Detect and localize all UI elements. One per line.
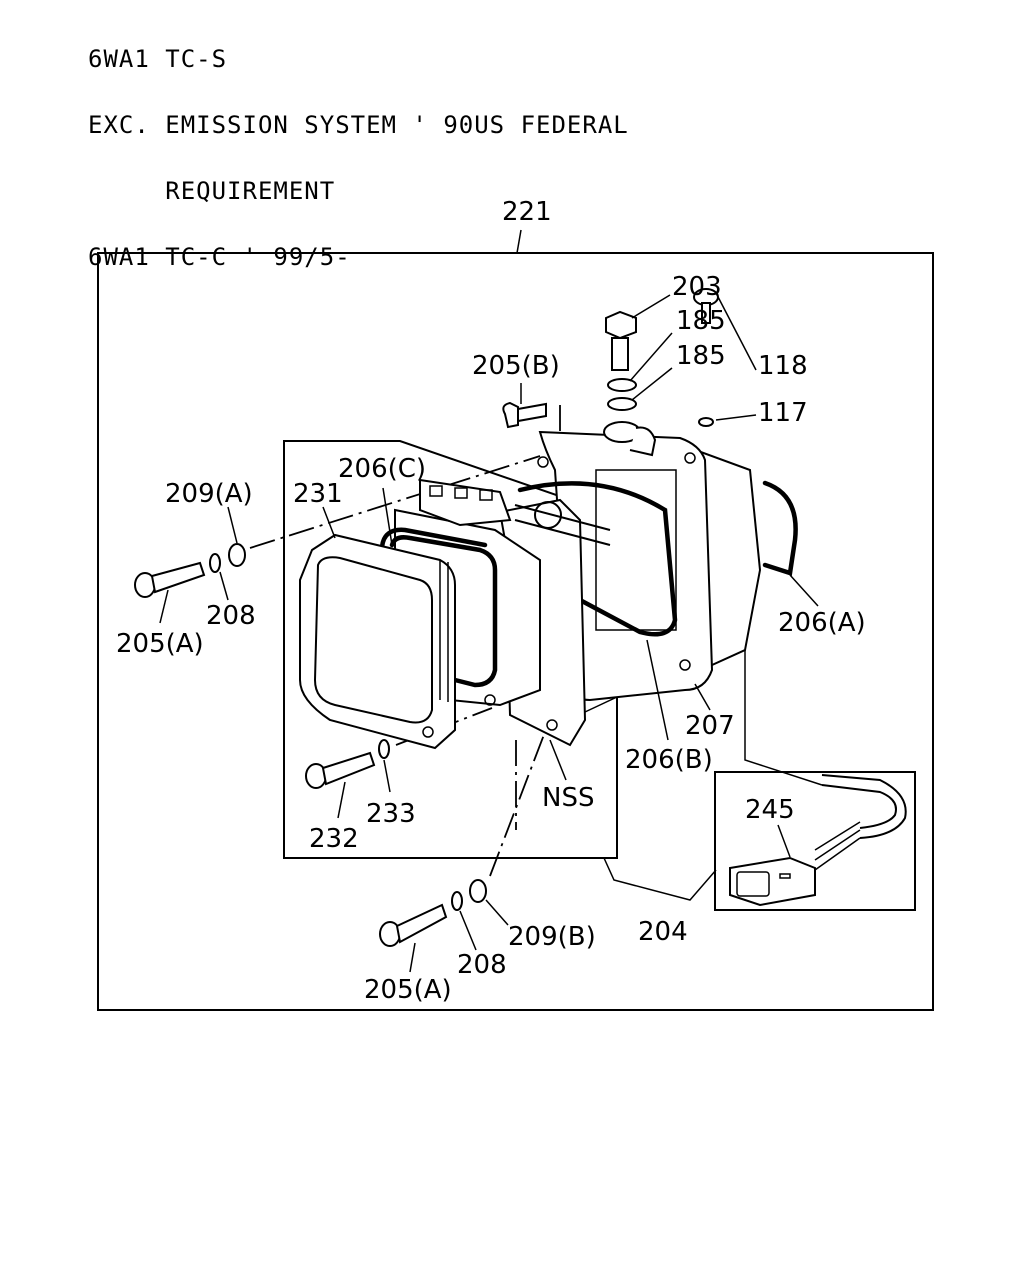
bolt-shank-205a-left [150,561,206,594]
label-206b: 206(B) [625,745,713,775]
leader-233 [383,759,391,793]
washer-117 [698,417,714,427]
o-ring-206a [762,480,798,576]
leader-185b [631,367,673,401]
shaft-edge [514,504,611,531]
bolt-shank-205b [517,402,547,423]
leader-185a [629,332,673,382]
label-nss: NSS [542,783,594,813]
harness-wires [814,821,861,871]
terminal [454,487,468,499]
leader-205a-bottom [409,942,416,973]
banjo-fitting-body [629,426,657,457]
diagram-header: 6WA1 TC-S EXC. EMISSION SYSTEM ' 90US FE… [88,4,629,290]
terminal [479,489,493,501]
washer-233 [378,739,390,759]
flange-hole [684,452,696,464]
label-209b: 209(B) [508,922,596,952]
centerline-209b [489,731,546,877]
bolt-shank-232 [321,751,376,786]
label-117: 117 [758,398,808,428]
header-line-3: REQUIREMENT [88,177,336,205]
label-209a: 209(A) [165,479,253,509]
gasket-206c [389,535,498,688]
leader-232 [337,781,346,819]
washer-209a [228,543,246,567]
washer-208-bottom [451,891,463,911]
leader-209b [485,899,509,926]
harness-cable-outer [821,774,907,839]
module-hole [484,694,496,706]
label-205a-left: 205(A) [116,629,204,659]
label-231: 231 [293,479,343,509]
cover-inner-face [313,556,433,724]
leader-206b [646,639,669,741]
label-206c: 206(C) [338,454,426,484]
leader-208-bottom [459,910,477,951]
washer-209b [469,879,487,903]
label-205a-bottom: 205(A) [364,975,452,1005]
harness-cable [821,784,897,829]
shaft [514,519,611,546]
label-208-left: 208 [206,601,256,631]
label-118: 118 [758,351,808,381]
harness-lead [744,640,823,786]
screw-shank-118 [701,302,711,324]
assembly-frame [97,252,934,1011]
connector-latch [779,873,791,879]
leader-204 [603,857,717,901]
leader-245 [777,824,791,858]
label-233: 233 [366,799,416,829]
bracket-hole [546,719,558,731]
o-ring-206b [517,481,678,637]
banjo-bolt-shank [611,337,629,371]
connector-face [736,871,770,897]
leader-206a [789,574,819,607]
label-203: 203 [672,272,722,302]
flange-hole [537,456,549,468]
header-line-2: EXC. EMISSION SYSTEM ' 90US FEDERAL [88,111,629,139]
leader-118 [715,292,757,371]
leader-117 [715,414,757,421]
washer-208-left [209,553,221,573]
label-221: 221 [502,197,552,227]
leader-nss [549,739,567,781]
leader-203 [631,294,671,319]
label-204: 204 [638,917,688,947]
label-245: 245 [745,795,795,825]
banjo-bolt-head-203 [605,310,637,340]
washer-185-lower [607,397,637,411]
leader-208-left [219,571,229,601]
terminal [429,485,443,497]
leader-221 [516,229,522,254]
flange-hole [679,659,691,671]
bolt-shank-205a-bottom [395,903,448,944]
leader-205a-left [159,589,169,624]
centerline-209a [249,455,541,549]
leader-206c [382,487,393,546]
bolt-head-205b [502,401,519,429]
label-185-upper: 185 [676,306,726,336]
label-232: 232 [309,824,359,854]
leader-207 [694,683,711,711]
label-206a: 206(A) [778,608,866,638]
cover-hole [422,726,434,738]
connector-inset [714,771,916,911]
washer-185-upper [607,378,637,392]
cover-231 [299,533,456,750]
header-line-1: 6WA1 TC-S [88,45,228,73]
label-207: 207 [685,711,735,741]
label-205b: 205(B) [472,351,560,381]
leader-209a [227,506,238,544]
connector-245 [729,856,816,907]
leader-231 [322,506,336,539]
label-185-lower: 185 [676,341,726,371]
label-208-bottom: 208 [457,950,507,980]
